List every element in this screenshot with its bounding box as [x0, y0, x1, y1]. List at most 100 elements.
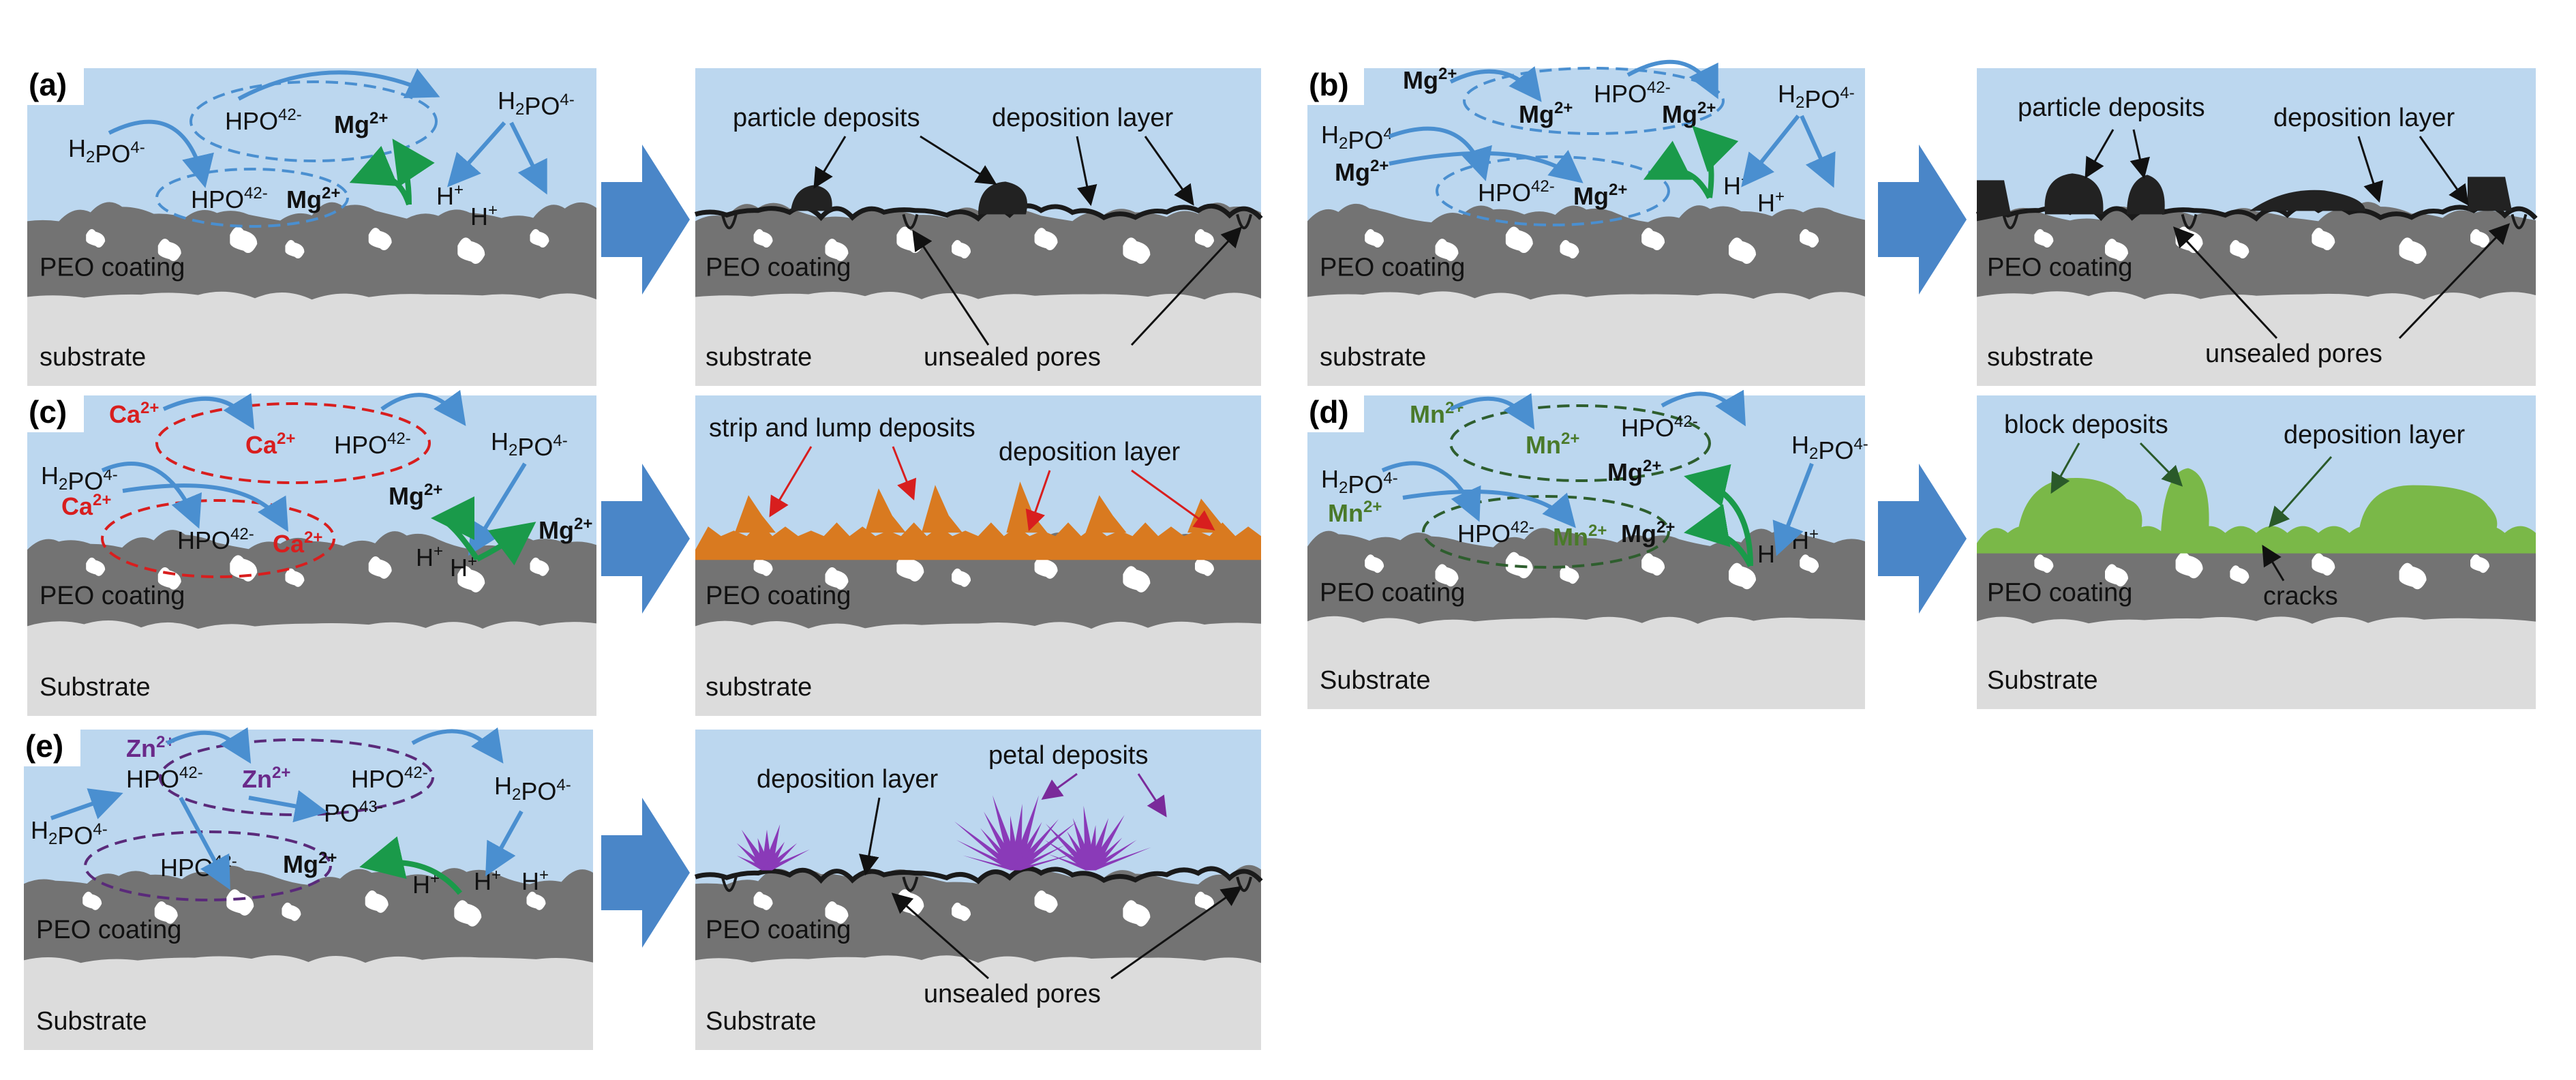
formula-charge: 42-: [1511, 518, 1534, 537]
formula-charge: 2+: [322, 184, 340, 202]
petal-deposit: [761, 841, 785, 871]
formula-part: H: [491, 427, 509, 455]
hpo4-ion: HPO42-: [351, 764, 428, 793]
formula-charge: 2+: [1363, 498, 1382, 516]
formula-charge: 2+: [1697, 99, 1716, 117]
formula-part: H: [498, 87, 515, 115]
pores-label: unsealed pores: [2205, 340, 2382, 368]
petal-deposit: [1085, 839, 1137, 871]
formula-part: Mg: [1607, 458, 1643, 486]
coating-pore: [1365, 554, 1384, 573]
block-deposit: [2018, 477, 2142, 533]
formula-part: Mg: [389, 482, 424, 510]
particle-deposit: [1977, 180, 2011, 222]
petal-deposit: [1085, 817, 1109, 871]
formula-part: Ca: [109, 400, 141, 428]
reaction-zone-ellipse: [1449, 404, 1711, 482]
pointer-arrow: [2398, 223, 2511, 340]
formula-part: PO: [57, 822, 93, 850]
unsealed-pore: [2002, 213, 2019, 230]
formula-part: H: [521, 867, 539, 895]
layer-label: deposition layer: [2273, 104, 2455, 132]
pointer-arrow: [912, 229, 990, 346]
formula-part: PO: [1348, 126, 1383, 154]
panel-label-bg: [1304, 387, 1364, 432]
petal-deposit: [761, 849, 810, 871]
pointer-arrow: [2050, 442, 2080, 494]
unsealed-pore: [1236, 213, 1253, 230]
formula-part: Ca: [273, 530, 305, 558]
substrate-layer: [695, 620, 1261, 716]
formula-part: HPO: [126, 765, 179, 793]
formula-charge: 42-: [1674, 412, 1698, 431]
panel-label-bg: [24, 60, 84, 105]
substrate-label: Substrate: [40, 673, 151, 702]
formula-part: H: [1321, 121, 1339, 149]
deposit-label: strip and lump deposits: [709, 414, 975, 442]
reaction-arrow: [1449, 393, 1535, 430]
formula-charge: 4-: [93, 820, 107, 839]
coating-pore: [2312, 228, 2335, 251]
formula-part: Mg: [334, 110, 369, 138]
reaction-arrow: [1643, 140, 1712, 199]
coating-pore: [285, 239, 305, 259]
coating-pore: [530, 228, 549, 248]
coating-pore: [454, 900, 482, 927]
formula-charge: +: [1775, 188, 1785, 206]
coating-pore: [82, 891, 102, 910]
substrate-label: substrate: [706, 343, 812, 372]
panel-a-left: (a)PEO coatingsubstrateHPO42-Mg2+H2PO4-H…: [24, 60, 596, 386]
coating-pore: [1560, 239, 1579, 259]
reaction-arrow: [1388, 126, 1492, 181]
formula-charge: 2+: [1561, 430, 1579, 448]
coating-pore: [365, 890, 389, 913]
coating-label: PEO coating: [40, 253, 185, 282]
substrate-layer: [27, 620, 596, 716]
formula-charge: 4-: [1383, 469, 1397, 487]
coating-pore: [1641, 228, 1665, 251]
petal-deposit: [980, 828, 1021, 871]
reaction-arrow: [485, 810, 524, 877]
coating-label: PEO coating: [706, 916, 851, 944]
formula-charge: 2+: [1588, 522, 1607, 540]
pointer-arrow: [2130, 129, 2150, 179]
mn-ion: Mn2+: [1526, 430, 1579, 459]
coating-pore: [1034, 556, 1058, 579]
h2po4-ion: H2PO4-: [1321, 465, 1398, 498]
formula-part: 2: [86, 148, 95, 166]
pointer-arrow: [2419, 136, 2469, 206]
pores-label: unsealed pores: [924, 343, 1101, 372]
reaction-arrow: [476, 522, 536, 566]
hpo4-ion: HPO42-: [334, 430, 411, 459]
pointer-arrow: [2085, 129, 2115, 179]
reaction-arrow: [179, 796, 230, 890]
formula-charge: 42-: [1647, 78, 1671, 97]
coating-pore: [1034, 228, 1058, 251]
petal-deposit: [1010, 819, 1059, 871]
particle-deposit: [2468, 177, 2512, 211]
particle-deposit: [791, 185, 832, 211]
particle-deposit: [978, 181, 1027, 215]
mg-ion: Mg2+: [389, 481, 442, 510]
petal-deposit: [761, 843, 798, 871]
formula-part: PO: [517, 433, 553, 461]
mg-ion: Mg2+: [1403, 65, 1457, 94]
formula-part: HPO: [1621, 414, 1674, 442]
formula-charge: 42-: [387, 430, 411, 448]
pores-label: unsealed pores: [924, 980, 1101, 1008]
petal-deposit: [984, 811, 1021, 871]
h2po4-ion: H2PO4-: [494, 772, 571, 805]
ca-ion: Ca2+: [109, 399, 159, 428]
formula-part: H: [1757, 189, 1775, 217]
layer-label: deposition layer: [2284, 421, 2466, 449]
formula-charge: +: [491, 866, 501, 884]
h-ion: H+: [416, 542, 443, 571]
reaction-arrow: [1772, 462, 1814, 556]
coating-pore: [1505, 226, 1533, 254]
formula-charge: 2+: [424, 481, 442, 499]
coating-pore: [952, 902, 971, 921]
mn-ion: Mn2+: [1410, 399, 1464, 428]
formula-part: 2: [512, 785, 521, 804]
formula-part: HPO: [1457, 520, 1511, 548]
